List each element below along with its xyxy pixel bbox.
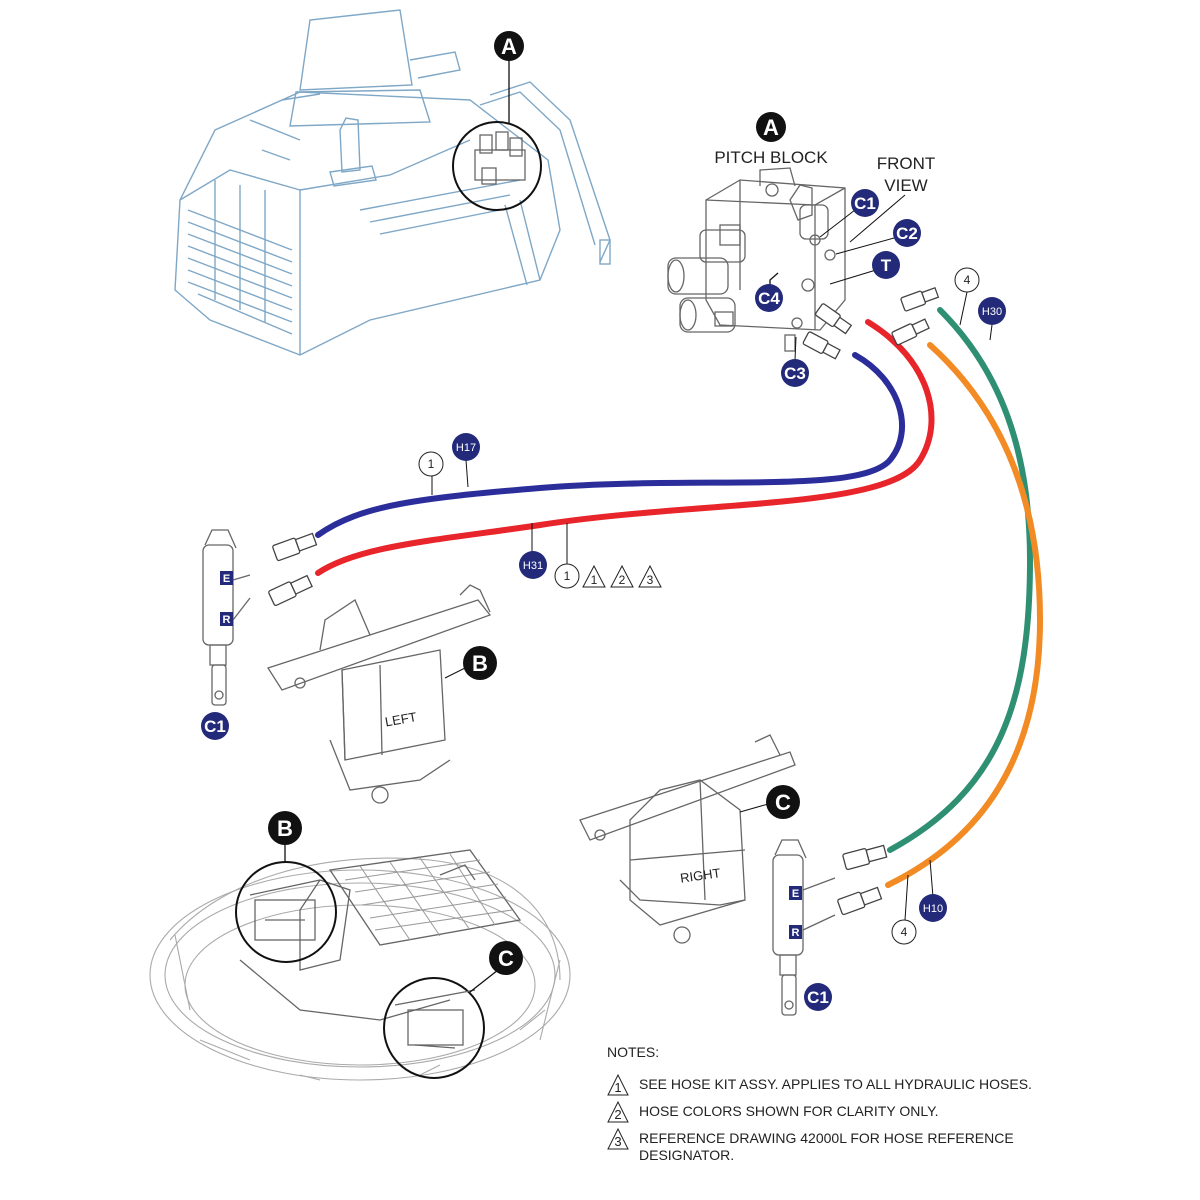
front-view-line1: FRONT bbox=[877, 154, 936, 173]
svg-text:A: A bbox=[501, 34, 517, 59]
left-pitch-cylinder bbox=[202, 529, 251, 706]
svg-text:C: C bbox=[498, 946, 514, 971]
callout-b-overview: B bbox=[268, 811, 302, 845]
svg-text:1: 1 bbox=[428, 457, 435, 471]
note-flag-1: 1 bbox=[582, 564, 606, 588]
note-triangle-3: 3 bbox=[607, 1128, 629, 1150]
callout-c-overview: C bbox=[489, 941, 523, 975]
svg-text:1: 1 bbox=[591, 573, 598, 587]
notes-section: NOTES: 1 SEE HOSE KIT ASSY. APPLIES TO A… bbox=[607, 1044, 1077, 1174]
svg-text:1: 1 bbox=[564, 569, 571, 583]
svg-text:C4: C4 bbox=[758, 289, 780, 308]
svg-text:C: C bbox=[775, 790, 791, 815]
gearbox-label-right: RIGHT bbox=[679, 865, 721, 885]
svg-text:A: A bbox=[763, 115, 779, 140]
svg-text:4: 4 bbox=[901, 925, 908, 939]
note-3-text: REFERENCE DRAWING 42000L FOR HOSE REFERE… bbox=[639, 1130, 1014, 1163]
note-2: 2 HOSE COLORS SHOWN FOR CLARITY ONLY. bbox=[607, 1101, 1077, 1123]
svg-text:B: B bbox=[277, 816, 293, 841]
port-badge-c4: C4 bbox=[755, 284, 783, 312]
callout-c-right: C bbox=[766, 785, 800, 819]
note-triangle-1: 1 bbox=[607, 1074, 629, 1096]
notes-title: NOTES: bbox=[607, 1044, 660, 1060]
svg-text:R: R bbox=[792, 927, 800, 939]
hose-badge-h10: H10 bbox=[919, 894, 947, 922]
svg-text:E: E bbox=[223, 573, 230, 585]
hose-h31-red bbox=[315, 319, 935, 576]
svg-text:H10: H10 bbox=[923, 903, 943, 915]
gearbox-label-left: LEFT bbox=[384, 709, 418, 729]
svg-text:2: 2 bbox=[614, 1107, 621, 1122]
svg-text:T: T bbox=[881, 256, 892, 275]
item-number-1-blue: 1 bbox=[418, 451, 444, 477]
svg-text:R: R bbox=[223, 614, 231, 626]
svg-text:C1: C1 bbox=[204, 717, 226, 736]
note-flag-3: 3 bbox=[638, 564, 662, 588]
leader-lines bbox=[431, 291, 993, 921]
left-gearbox: LEFT bbox=[267, 584, 492, 804]
pitch-block-title: PITCH BLOCK bbox=[714, 148, 828, 167]
hose-badge-h17: H17 bbox=[452, 433, 480, 461]
note-flag-2: 2 bbox=[610, 564, 634, 588]
svg-text:C1: C1 bbox=[807, 988, 829, 1007]
note-3: 3 REFERENCE DRAWING 42000L FOR HOSE REFE… bbox=[607, 1128, 1077, 1164]
svg-text:C2: C2 bbox=[896, 224, 918, 243]
port-badge-c1-left-cylinder: C1 bbox=[201, 712, 229, 740]
svg-text:C1: C1 bbox=[854, 194, 876, 213]
svg-text:B: B bbox=[472, 651, 488, 676]
port-badge-c2: C2 bbox=[893, 219, 921, 247]
front-view-line2: VIEW bbox=[884, 176, 927, 195]
note-triangle-2: 2 bbox=[607, 1101, 629, 1123]
hoses bbox=[315, 307, 1044, 888]
hose-badge-h31: H31 bbox=[519, 551, 547, 579]
note-2-text: HOSE COLORS SHOWN FOR CLARITY ONLY. bbox=[639, 1103, 939, 1119]
right-gearbox: RIGHT bbox=[579, 734, 796, 944]
cylinder-port-e-left: E bbox=[220, 571, 233, 585]
svg-text:H30: H30 bbox=[982, 306, 1002, 318]
cylinder-port-r-left: R bbox=[220, 612, 233, 626]
trowel-machine-overview bbox=[149, 840, 571, 1081]
cylinder-port-r-right: R bbox=[789, 925, 802, 939]
hose-h17-blue bbox=[315, 352, 906, 538]
item-number-4-bottom: 4 bbox=[891, 919, 917, 945]
hose-fittings bbox=[268, 286, 940, 916]
cylinder-port-e-right: E bbox=[789, 886, 802, 900]
port-badge-c1-pitch: C1 bbox=[851, 189, 879, 217]
port-badge-c3: C3 bbox=[781, 359, 809, 387]
callout-a-top: A bbox=[494, 31, 524, 61]
note-1-text: SEE HOSE KIT ASSY. APPLIES TO ALL HYDRAU… bbox=[639, 1076, 1032, 1092]
hose-h10-orange bbox=[885, 342, 1044, 888]
svg-text:3: 3 bbox=[647, 573, 654, 587]
hose-badge-h30: H30 bbox=[978, 297, 1006, 325]
port-badge-t: T bbox=[872, 251, 900, 279]
item-number-4-top: 4 bbox=[954, 267, 980, 293]
svg-text:E: E bbox=[792, 888, 799, 900]
svg-text:1: 1 bbox=[614, 1080, 621, 1095]
callout-b-left: B bbox=[463, 646, 497, 680]
hose-h30-green bbox=[887, 307, 1034, 853]
item-number-1-red: 1 bbox=[554, 563, 580, 589]
pitch-block-valve bbox=[667, 167, 906, 361]
svg-text:2: 2 bbox=[619, 573, 626, 587]
svg-text:H31: H31 bbox=[523, 560, 543, 572]
note-1: 1 SEE HOSE KIT ASSY. APPLIES TO ALL HYDR… bbox=[607, 1074, 1077, 1096]
callout-a-pitch-block: A bbox=[756, 112, 786, 142]
svg-text:4: 4 bbox=[964, 273, 971, 287]
machine-illustration bbox=[174, 9, 611, 356]
right-pitch-cylinder bbox=[772, 839, 836, 1016]
port-badge-c1-right-cylinder: C1 bbox=[804, 983, 832, 1011]
svg-text:H17: H17 bbox=[456, 442, 476, 454]
svg-text:3: 3 bbox=[614, 1134, 621, 1149]
svg-text:C3: C3 bbox=[784, 364, 806, 383]
